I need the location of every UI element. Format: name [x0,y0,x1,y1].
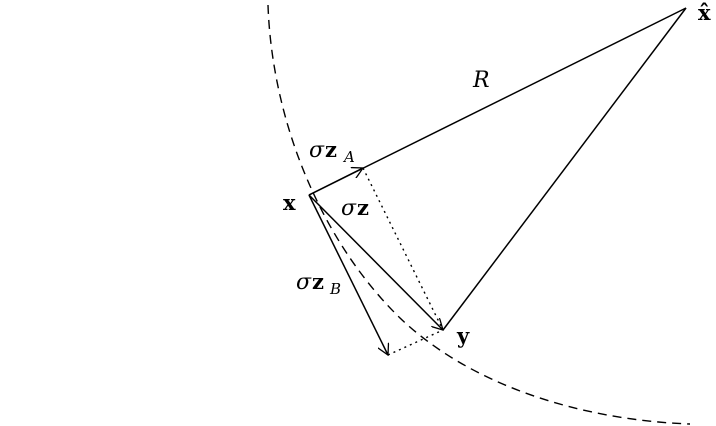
label-y: y [456,323,470,348]
label-x-hat: x̂ [698,0,711,25]
svg-text:A: A [342,148,355,166]
svg-text:σ: σ [341,196,357,221]
svg-text:z: z [325,137,337,162]
arrow-sigma-zB [308,194,388,355]
segment-xhat-to-y [442,7,687,331]
label-sigma-zA: σ z A [309,137,355,166]
svg-text:σ: σ [296,270,312,295]
segment-x-to-xhat [308,7,687,196]
svg-text:z: z [312,269,324,294]
dotted-projection-A [362,167,444,331]
dashed-circle-arc [267,4,691,425]
svg-text:z: z [357,195,369,220]
label-x: x [283,190,296,215]
label-sigma-zB: σ z B [296,269,341,298]
dotted-projection-B [387,329,444,356]
arrow-sigma-zA [308,168,363,196]
svg-text:B: B [329,280,341,298]
arrow-sigma-z [308,194,443,330]
label-sigma-z: σ z [341,195,369,221]
label-R: R [472,68,490,93]
svg-text:σ: σ [309,138,325,163]
